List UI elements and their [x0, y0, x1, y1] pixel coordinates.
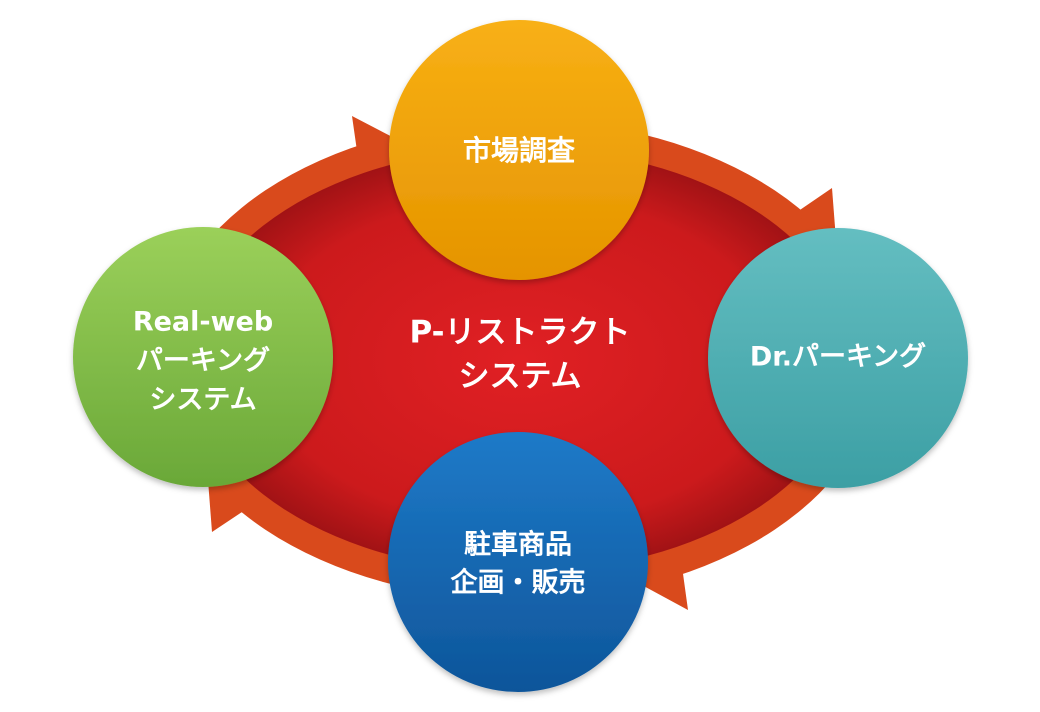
node-real-web-parking: Real-web パーキング システム: [73, 227, 333, 487]
node-dr-parking-label: Dr.パーキング: [750, 341, 926, 373]
arrowhead-top-left: [352, 116, 402, 172]
node-market-research: 市場調査: [389, 20, 649, 280]
node-real-web-parking-line-2: パーキング: [136, 345, 270, 377]
node-dr-parking: Dr.パーキング: [708, 228, 968, 488]
node-real-web-parking-line-1: Real-web: [133, 307, 273, 338]
node-real-web-parking-line-3: システム: [149, 385, 256, 416]
center-ellipse: [188, 148, 852, 572]
node-market-research-label: 市場調査: [463, 134, 575, 167]
arrowhead-bottom-right: [640, 552, 688, 610]
center-label-line-2: システム: [458, 359, 581, 395]
center-label: P-リストラクト システム: [409, 315, 630, 395]
node-parking-products: 駐車商品 企画・販売: [388, 432, 648, 692]
node-parking-products-line-1: 駐車商品: [464, 530, 572, 561]
arrowhead-bottom-left: [208, 480, 248, 532]
center-label-line-1: P-リストラクト: [409, 315, 630, 351]
node-parking-products-line-2: 企画・販売: [451, 567, 586, 599]
arrowhead-top-right: [794, 188, 836, 240]
